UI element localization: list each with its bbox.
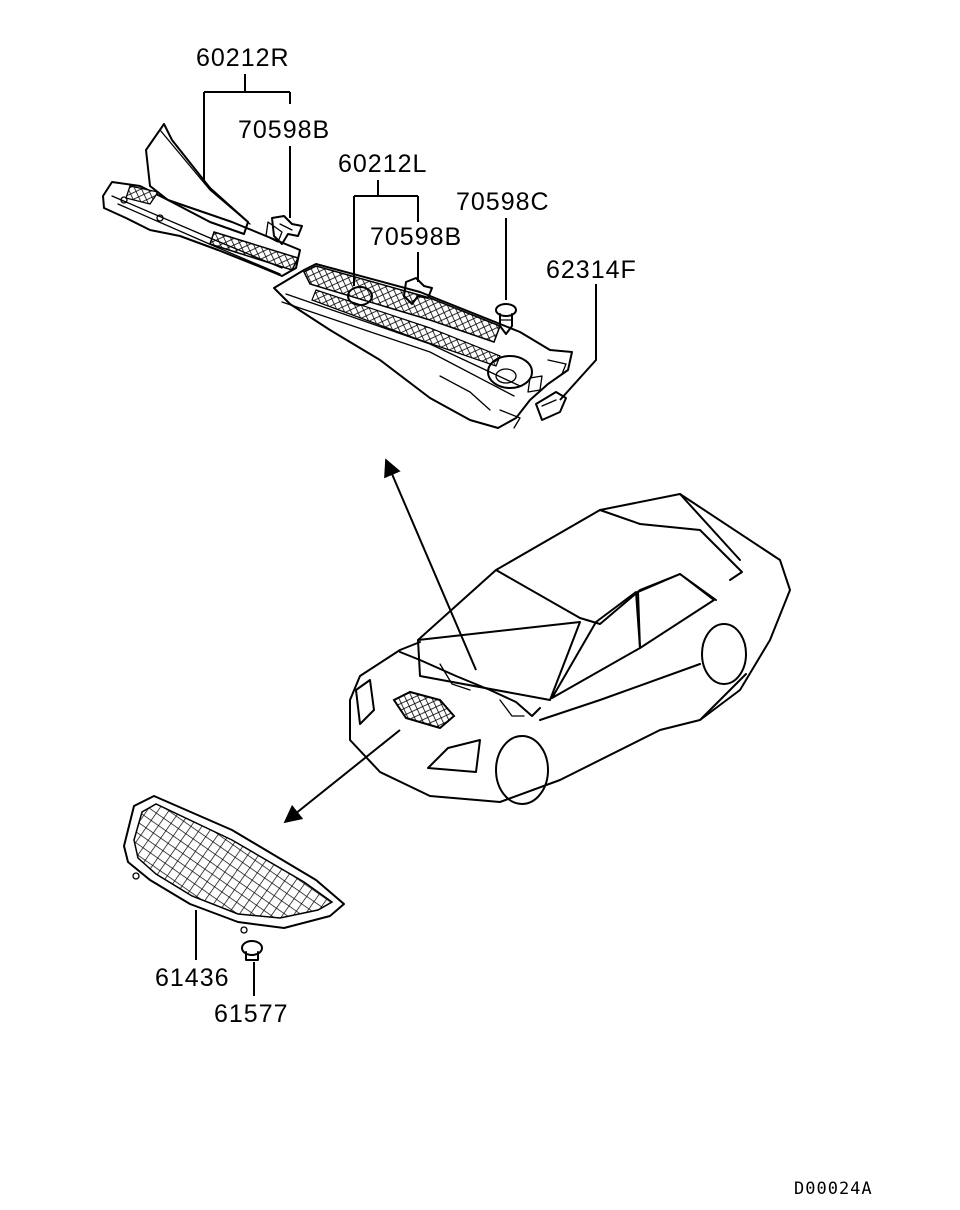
label-60212r: 60212R [196, 44, 290, 72]
label-70598b-lower: 70598B [370, 223, 462, 251]
label-60212l: 60212L [338, 150, 427, 178]
leader-lines [195, 74, 597, 996]
label-61577: 61577 [214, 1000, 289, 1028]
cowl-top-left-panel [273, 263, 573, 429]
diagram-code: D00024A [794, 1179, 873, 1199]
grille-fastener-61577 [241, 940, 263, 961]
label-70598c: 70598C [456, 188, 550, 216]
arrow-to-grille [283, 729, 401, 824]
label-62314f: 62314F [546, 256, 637, 284]
screw-clip-70598c [495, 303, 517, 335]
arrow-to-cowl [384, 458, 477, 671]
label-61436: 61436 [155, 964, 230, 992]
cowl-top-right-panel [102, 123, 301, 277]
side-cover-62314f [535, 391, 567, 421]
clip-70598b-upper [271, 215, 303, 245]
radiator-grille-61436 [123, 795, 345, 934]
car-illustration [349, 493, 791, 805]
label-70598b-upper: 70598B [238, 116, 330, 144]
